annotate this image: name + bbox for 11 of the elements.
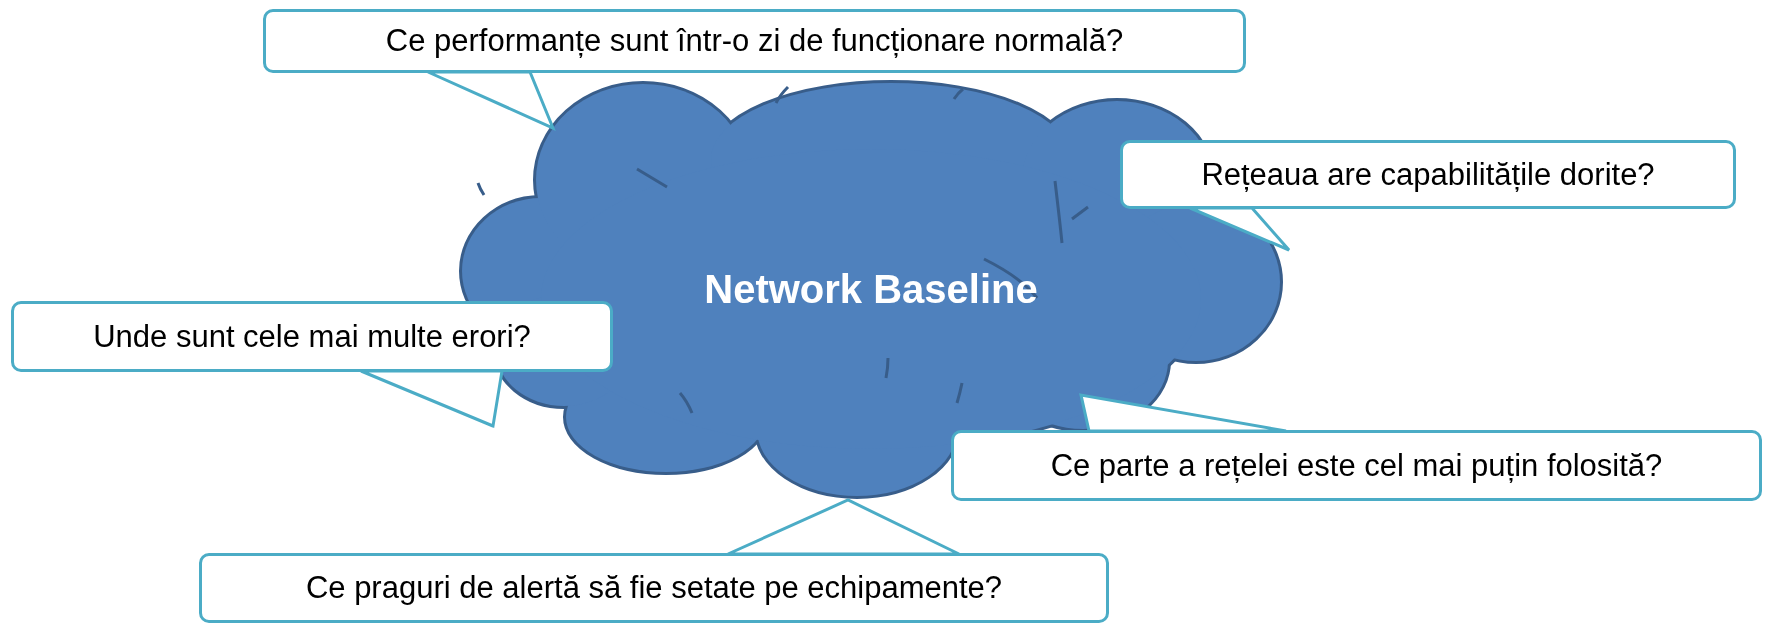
question-text: Ce parte a rețelei este cel mai puțin folosită? [1050,447,1663,484]
question-text: Rețeaua are capabilitățile dorite? [1201,156,1655,193]
cloud-title: Network Baseline [704,266,1038,312]
question-text: Unde sunt cele mai multe erori? [93,318,531,355]
callout-pointer [726,498,961,556]
callout-pointer [359,369,504,429]
question-text: Ce praguri de alertă să fie setate pe echipamente? [305,570,1003,606]
callout-pointer [1079,393,1288,433]
question-text: Ce performanțe sunt într-o zi de funcționare normală? [385,23,1124,59]
callout-pointer [1188,206,1291,252]
callout-pointer [426,70,556,131]
